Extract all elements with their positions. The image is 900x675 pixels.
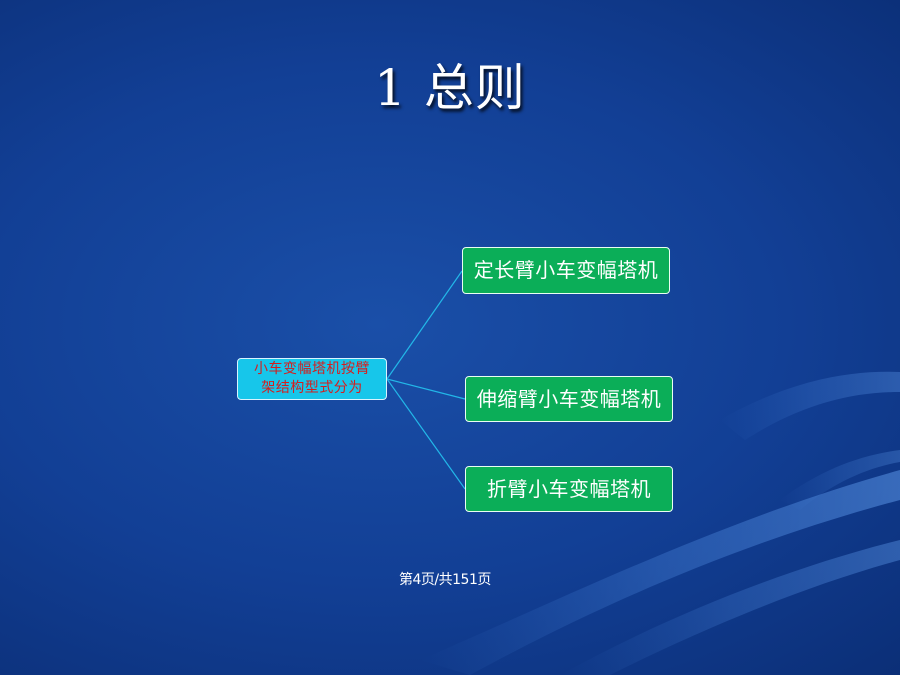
page-number: 第4页/共151页 [399,572,491,588]
diagram-child-node-fixed-jib: 定长臂小车变幅塔机 [462,247,670,294]
root-node-line-2: 架结构型式分为 [261,380,363,396]
connector-line-1 [386,270,463,380]
slide-title: 1 总则 [374,59,526,117]
root-node-line-1: 小车变幅塔机按臂 [254,361,370,377]
diagram-child-node-telescopic-jib: 伸缩臂小车变幅塔机 [465,376,673,422]
diagram-child-node-folding-jib: 折臂小车变幅塔机 [465,466,673,512]
diagram-root-node: 小车变幅塔机按臂 架结构型式分为 [237,358,387,400]
connector-line-3 [386,378,466,490]
connector-line-2 [386,378,466,400]
